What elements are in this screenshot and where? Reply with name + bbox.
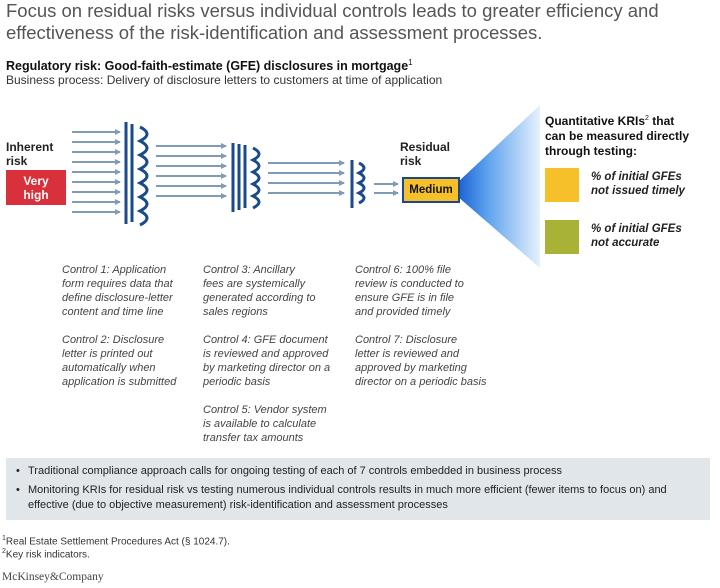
residual-risk-line2: risk bbox=[400, 154, 422, 168]
inherent-risk-arrows bbox=[72, 129, 121, 215]
inherent-level-line1: Very bbox=[23, 173, 49, 188]
control-line: Control 5: Vendor system bbox=[203, 404, 327, 416]
control-line: Control 3: Ancillary bbox=[203, 264, 295, 276]
note-text: Monitoring KRIs for residual risk vs tes… bbox=[28, 484, 667, 511]
note-item: • Monitoring KRIs for residual risk vs t… bbox=[16, 483, 700, 513]
control-filter-1 bbox=[124, 122, 149, 227]
control-line: director on a periodic basis bbox=[355, 376, 487, 388]
control-line: and provided timely bbox=[355, 306, 451, 318]
inherent-risk-label: Inherent risk bbox=[6, 140, 53, 168]
inherent-risk-line2: risk bbox=[6, 154, 28, 168]
page-title: Focus on residual risks versus individua… bbox=[6, 0, 659, 43]
after-filter-3-arrows bbox=[374, 181, 399, 196]
business-process-text: Business process: Delivery of disclosure… bbox=[6, 73, 443, 87]
control-3-text: Control 3: Ancillary fees are systemical… bbox=[203, 263, 316, 319]
kri-beam bbox=[457, 105, 540, 268]
footnote-text: Key risk indicators. bbox=[5, 549, 90, 561]
control-line: review is conducted to bbox=[355, 278, 464, 290]
control-line: ensure GFE is in file bbox=[355, 292, 455, 304]
control-line: is available to calculate bbox=[203, 418, 317, 430]
control-line: transfer tax amounts bbox=[203, 432, 304, 444]
footnote-number: 1 bbox=[2, 535, 6, 542]
residual-risk-label: Residual risk bbox=[400, 140, 450, 168]
footnote-marker: 2 bbox=[645, 115, 649, 122]
brand-logo: McKinsey&Company bbox=[2, 571, 104, 583]
footnote-number: 2 bbox=[2, 548, 6, 555]
control-6-text: Control 6: 100% file review is conducted… bbox=[355, 263, 464, 319]
control-line: periodic basis bbox=[203, 376, 271, 388]
note-item: • Traditional compliance approach calls … bbox=[16, 464, 698, 479]
kri-label-timely: % of initial GFEs not issued timely bbox=[591, 170, 685, 198]
kri-swatch-accurate bbox=[545, 220, 579, 254]
after-filter-1-arrows bbox=[156, 143, 227, 199]
footnote-marker: 1 bbox=[408, 58, 413, 67]
kri-timely-line1: % of initial GFEs bbox=[591, 171, 682, 183]
control-line: automatically when bbox=[62, 362, 156, 374]
control-line: application is submitted bbox=[62, 376, 177, 388]
bullet-icon: • bbox=[16, 484, 20, 496]
residual-risk-line1: Residual bbox=[400, 140, 451, 154]
kri-heading-line1-end: that bbox=[648, 114, 675, 128]
bullet-icon: • bbox=[16, 465, 20, 477]
control-line: define disclosure-letter bbox=[62, 292, 173, 304]
control-line: sales regions bbox=[203, 306, 268, 318]
control-2-text: Control 2: Disclosure letter is printed … bbox=[62, 333, 176, 389]
kri-timely-line2: not issued timely bbox=[591, 185, 685, 197]
note-text: Traditional compliance approach calls fo… bbox=[28, 465, 563, 477]
control-line: form requires data that bbox=[62, 278, 173, 290]
control-line: fees are systemically bbox=[203, 278, 306, 290]
control-filter-3 bbox=[350, 160, 366, 208]
control-1-text: Control 1: Application form requires dat… bbox=[62, 263, 173, 319]
control-line: Control 4: GFE document bbox=[203, 334, 328, 346]
control-filter-2 bbox=[231, 143, 261, 212]
control-line: approved by marketing bbox=[355, 362, 467, 374]
after-filter-2-arrows bbox=[268, 160, 345, 196]
residual-risk-level-badge: Medium bbox=[402, 177, 460, 203]
control-line: Control 6: 100% file bbox=[355, 264, 451, 276]
control-line: by marketing director on a bbox=[203, 362, 331, 374]
kri-swatch-timely bbox=[545, 168, 579, 202]
kri-heading-line3: through testing: bbox=[545, 144, 637, 158]
kri-heading-line2: can be measured directly bbox=[545, 129, 690, 143]
kri-accurate-line1: % of initial GFEs bbox=[591, 223, 682, 235]
kri-label-accurate: % of initial GFEs not accurate bbox=[591, 222, 682, 250]
control-line: Control 2: Disclosure bbox=[62, 334, 165, 346]
control-line: generated according to bbox=[203, 292, 316, 304]
control-7-text: Control 7: Disclosure letter is reviewed… bbox=[355, 333, 486, 389]
control-line: Control 1: Application bbox=[62, 264, 167, 276]
control-line: Control 7: Disclosure bbox=[355, 334, 458, 346]
notes-panel: • Traditional compliance approach calls … bbox=[6, 458, 710, 520]
regulatory-risk-heading: Regulatory risk: Good-faith-estimate (GF… bbox=[6, 58, 413, 73]
control-line: content and time line bbox=[62, 306, 164, 318]
kri-heading: Quantitative KRIs2 that can be measured … bbox=[545, 111, 715, 159]
inherent-level-line2: high bbox=[23, 187, 49, 202]
footnote-1: 1Real Estate Settlement Procedures Act (… bbox=[2, 535, 230, 547]
control-line: letter is reviewed and bbox=[355, 348, 459, 360]
control-5-text: Control 5: Vendor system is available to… bbox=[203, 403, 327, 445]
kri-heading-line1: Quantitative KRIs bbox=[545, 114, 646, 128]
control-line: is reviewed and approved bbox=[203, 348, 329, 360]
regulatory-risk-text: Regulatory risk: Good-faith-estimate (GF… bbox=[6, 59, 409, 74]
inherent-risk-line1: Inherent bbox=[6, 140, 54, 154]
control-line: letter is printed out bbox=[62, 348, 153, 360]
footnote-text: Real Estate Settlement Procedures Act (§… bbox=[5, 536, 230, 548]
risk-filter-diagram bbox=[72, 105, 540, 268]
kri-accurate-line2: not accurate bbox=[591, 237, 660, 249]
footnote-2: 2Key risk indicators. bbox=[2, 548, 90, 560]
inherent-risk-level-badge: Very high bbox=[6, 170, 66, 205]
control-4-text: Control 4: GFE document is reviewed and … bbox=[203, 333, 330, 389]
